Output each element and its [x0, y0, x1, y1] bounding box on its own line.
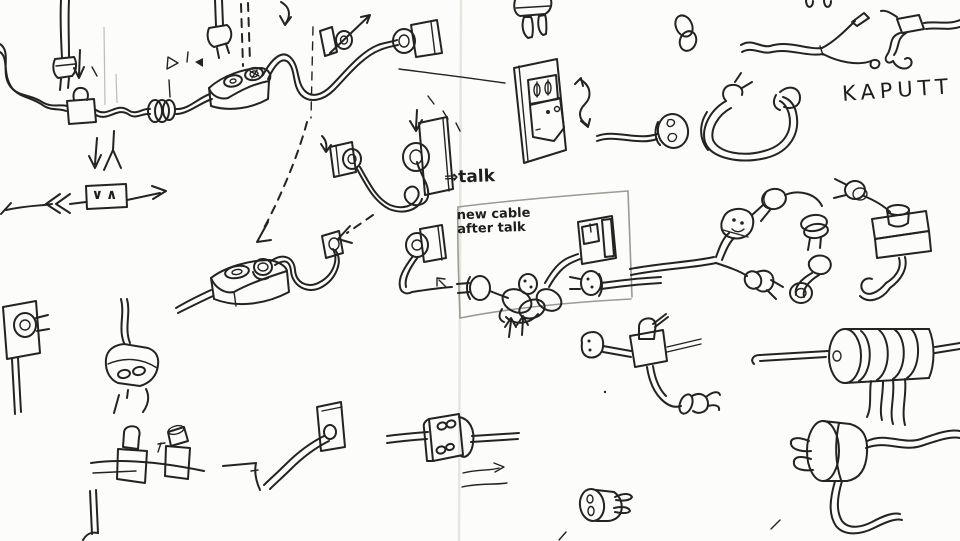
big-plug-bottom-right	[770, 420, 960, 535]
figure-eight-rings	[674, 14, 698, 52]
bottom-left-post	[82, 489, 99, 541]
talk-scene	[320, 109, 454, 213]
gate-symbols-label: ∨∧	[91, 187, 121, 203]
horseshoe-cable	[703, 72, 801, 162]
bottom-center-plug	[558, 488, 633, 541]
cord-plug-center-top	[596, 111, 709, 151]
hanging-plug-top-center	[513, 0, 553, 39]
far-left-wall-plug	[2, 300, 50, 415]
cable-spool-coil	[751, 328, 960, 426]
dashed-pointer-arrows	[256, 121, 374, 244]
power-strip-left	[175, 230, 344, 314]
wall-plate-cable-bottom	[222, 401, 346, 491]
two-socket-head	[104, 298, 160, 414]
socket-cube-assembly	[580, 313, 721, 415]
flow-arrows-left	[0, 130, 167, 215]
paper-creases	[103, 0, 463, 541]
broken-cables-kaputt	[740, 0, 960, 70]
mini-plate-plug-with-arrow	[319, 14, 371, 57]
standing-cylinder-plugs	[90, 424, 205, 484]
wall-socket-card	[513, 58, 591, 164]
new-cable-note: new cable after talk	[456, 206, 532, 238]
cable-to-wall-plate	[262, 19, 443, 102]
cube-adapter-on-cable	[386, 413, 520, 488]
y-cable-smiley	[629, 207, 784, 300]
right-plug-cluster	[751, 178, 932, 304]
wall-cable-run-left	[0, 43, 272, 125]
new-cable-note-line2: after talk	[456, 219, 526, 238]
curved-arrow-top	[279, 1, 292, 26]
hanging-cord-plug-left	[52, 0, 85, 91]
hanging-cord-plug-second	[206, 0, 251, 67]
talk-arrow-label: ⇒talk	[443, 166, 496, 188]
tangle-scene	[398, 215, 662, 338]
